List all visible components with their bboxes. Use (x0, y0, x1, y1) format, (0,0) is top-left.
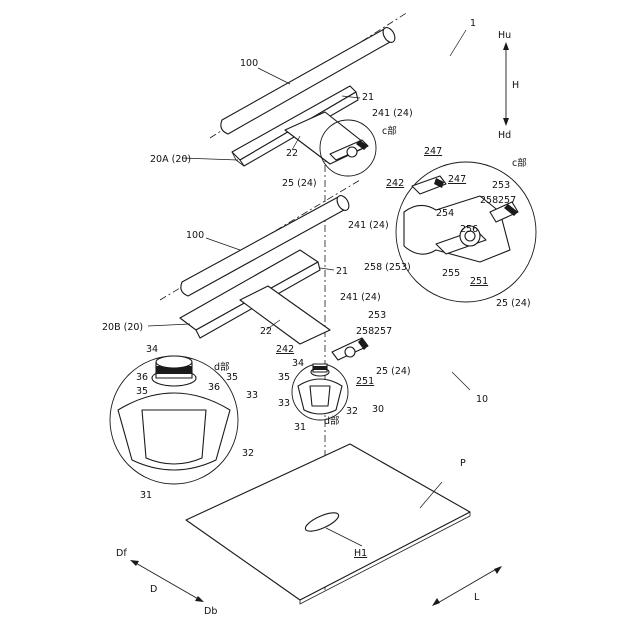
label-242-mid: 242 (276, 344, 294, 355)
label-258-253: 258 (253) (364, 262, 411, 273)
label-251-mid: 251 (356, 376, 374, 387)
label-df: Df (116, 548, 127, 559)
frame-20B (180, 250, 330, 344)
label-258-detail: 258 (480, 195, 498, 206)
label-241-24-mid: 241 (24) (340, 292, 381, 303)
label-c-bu-detail: c部 (512, 157, 527, 169)
label-247-b: 247 (448, 174, 466, 185)
label-35-b: 35 (136, 386, 148, 397)
label-assembly-1: 1 (470, 18, 476, 29)
plate-P (186, 444, 470, 604)
label-247-a: 247 (424, 146, 442, 157)
label-25-24-detail: 25 (24) (496, 298, 531, 309)
label-l: L (474, 592, 480, 603)
label-100-top: 100 (240, 58, 258, 69)
d-axis-arrow (130, 560, 204, 602)
h-axis-arrow (503, 42, 509, 126)
label-258-mid: 258 (356, 326, 374, 337)
label-21-mid: 21 (336, 266, 348, 277)
label-d-bu-small: d部 (324, 415, 340, 427)
label-hu: Hu (498, 30, 511, 41)
label-35-a: 35 (226, 372, 238, 383)
label-31-detail: 31 (140, 490, 152, 501)
label-36-a: 36 (136, 372, 148, 383)
label-h: H (512, 80, 519, 91)
label-242-detail: 242 (386, 178, 404, 189)
label-22-mid: 22 (260, 326, 272, 337)
label-db: Db (204, 606, 217, 617)
l-axis-arrow (432, 566, 502, 606)
label-20B: 20B (20) (102, 322, 143, 333)
d-bu-detail-circle (110, 356, 238, 484)
label-256: 256 (460, 224, 478, 235)
label-254: 254 (436, 208, 454, 219)
label-34-detail: 34 (146, 344, 158, 355)
label-d: D (150, 584, 157, 595)
label-25-24-mid: 25 (24) (376, 366, 411, 377)
bracket-25-mid (332, 338, 368, 360)
nut-assembly-30 (292, 364, 348, 420)
label-34-small: 34 (292, 358, 304, 369)
label-241-24-top: 241 (24) (372, 108, 413, 119)
label-22-top: 22 (286, 148, 298, 159)
label-30: 30 (372, 404, 384, 415)
label-33-small: 33 (278, 398, 290, 409)
label-257-detail: 257 (498, 195, 516, 206)
label-253-detail: 253 (492, 180, 510, 191)
label-257-mid: 257 (374, 326, 392, 337)
label-hole-H1: H1 (354, 548, 367, 559)
label-100-mid: 100 (186, 230, 204, 241)
label-255: 255 (442, 268, 460, 279)
label-32-small: 32 (346, 406, 358, 417)
label-20A: 20A (20) (150, 154, 191, 165)
label-36-b: 36 (208, 382, 220, 393)
label-assembly-10: 10 (476, 394, 488, 405)
label-241-24-detail: 241 (24) (348, 220, 389, 231)
label-25-24-top: 25 (24) (282, 178, 317, 189)
label-hd: Hd (498, 130, 511, 141)
label-253-mid: 253 (368, 310, 386, 321)
label-21-top: 21 (362, 92, 374, 103)
label-251-detail: 251 (470, 276, 488, 287)
label-plate-P: P (460, 458, 466, 469)
label-35-small: 35 (278, 372, 290, 383)
label-33-detail: 33 (246, 390, 258, 401)
label-c-bu-top: c部 (382, 125, 397, 137)
label-31-small: 31 (294, 422, 306, 433)
label-32-detail: 32 (242, 448, 254, 459)
